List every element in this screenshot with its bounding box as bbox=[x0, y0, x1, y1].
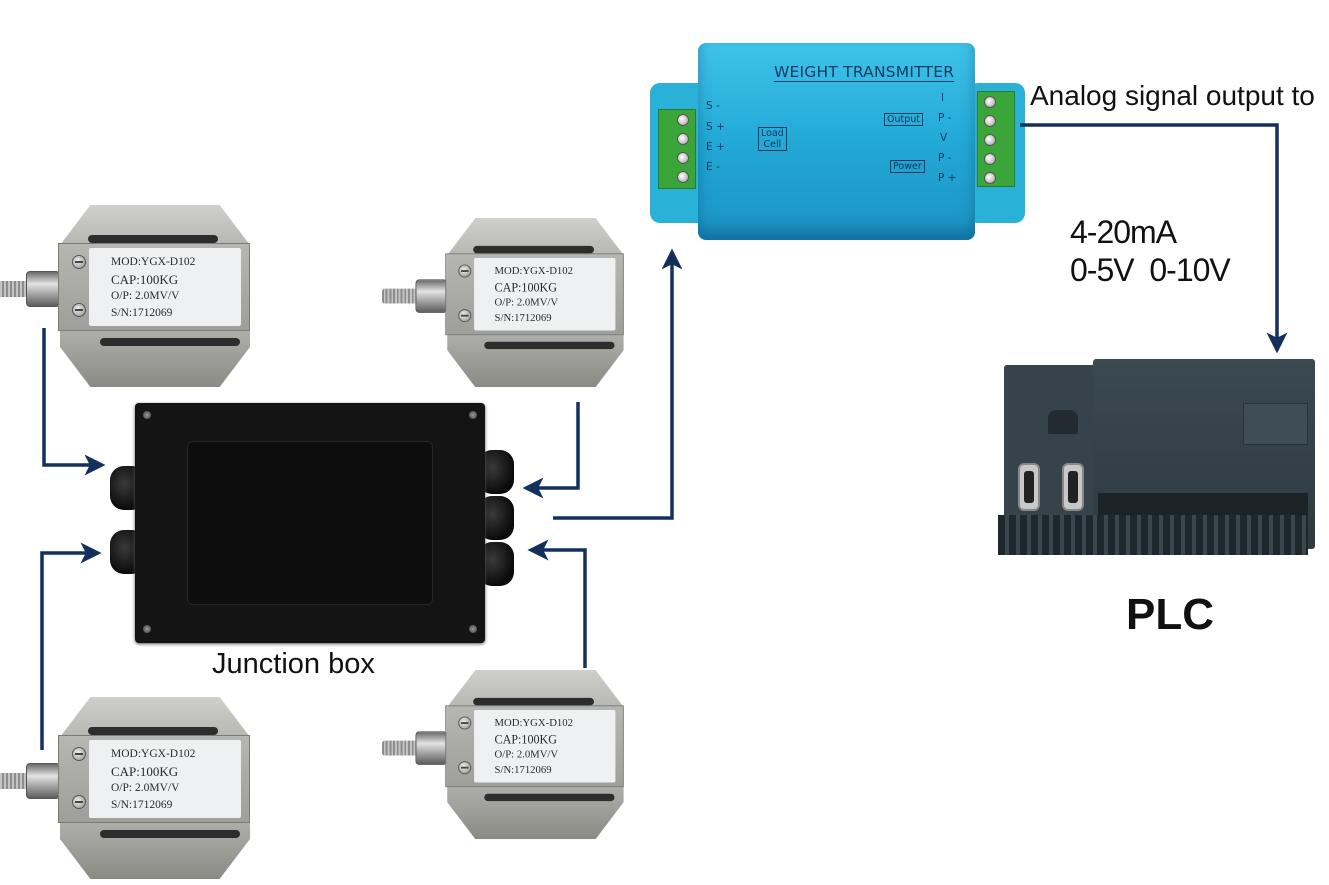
cable-gland bbox=[415, 279, 448, 313]
terminal-screw-icon bbox=[677, 133, 689, 145]
cable-gland bbox=[415, 731, 448, 765]
load-cell-slot bbox=[88, 235, 218, 243]
load-cell-slot bbox=[473, 697, 595, 706]
output-group-label: Output bbox=[884, 113, 923, 126]
transmitter-title: WEIGHT TRANSMITTER bbox=[774, 63, 955, 82]
wire-bottom-right-to-box bbox=[527, 539, 587, 668]
serial-text: S/N:1712069 bbox=[494, 312, 552, 325]
load-cell-slot bbox=[88, 727, 218, 735]
pin-label: E + bbox=[706, 141, 725, 153]
capacity-text: CAP:100KG bbox=[494, 280, 558, 295]
serial-text: S/N:1712069 bbox=[111, 307, 173, 319]
capacity-text: CAP:100KG bbox=[111, 764, 179, 779]
load-cell-slot bbox=[100, 338, 240, 346]
screw-icon bbox=[72, 747, 86, 761]
plc-label: PLC bbox=[1126, 590, 1214, 639]
terminal-screw-icon bbox=[677, 114, 689, 126]
load-cell-group-label: Load Cell bbox=[758, 127, 787, 151]
pin-label: P - bbox=[938, 152, 952, 164]
capacity-text: CAP:100KG bbox=[494, 732, 558, 747]
wire-top-right-to-box bbox=[522, 402, 580, 499]
screw-icon bbox=[458, 716, 472, 730]
load-cell-cable bbox=[0, 281, 30, 297]
load-cell-cable bbox=[382, 740, 420, 756]
model-text: MOD:YGX-D102 bbox=[494, 265, 573, 277]
signal-range-current: 4-20mA bbox=[1070, 214, 1177, 250]
model-text: MOD:YGX-D102 bbox=[111, 748, 196, 760]
load-cell-nameplate: MOD:YGX-D102 CAP:100KG O/P: 2.0MV/V S/N:… bbox=[89, 740, 241, 818]
terminal-screw-icon bbox=[984, 115, 996, 127]
plc-cover-door bbox=[1243, 403, 1308, 445]
terminal-block-output bbox=[977, 91, 1015, 187]
screw-icon bbox=[143, 411, 151, 419]
pin-label: S + bbox=[706, 121, 725, 133]
serial-port-icon bbox=[1018, 463, 1040, 511]
serial-port-icon bbox=[1062, 463, 1084, 511]
load-cell-slot bbox=[484, 341, 615, 350]
screw-icon bbox=[469, 625, 477, 633]
model-text: MOD:YGX-D102 bbox=[494, 717, 573, 729]
load-cell-cable bbox=[0, 773, 30, 789]
weight-transmitter: WEIGHT TRANSMITTER S - S + E + E - Load … bbox=[650, 43, 1025, 240]
load-cell-top-left: MOD:YGX-D102 CAP:100KG O/P: 2.0MV/V S/N:… bbox=[0, 205, 260, 390]
load-cell-top-right: MOD:YGX-D102 CAP:100KG O/P: 2.0MV/V S/N:… bbox=[382, 218, 633, 390]
screw-icon bbox=[458, 309, 472, 323]
analog-output-label: Analog signal output to bbox=[1030, 80, 1315, 111]
junction-box-lid bbox=[187, 441, 433, 605]
screw-icon bbox=[143, 625, 151, 633]
junction-box-label: Junction box bbox=[212, 648, 375, 680]
load-cell-nameplate: MOD:YGX-D102 CAP:100KG O/P: 2.0MV/V S/N:… bbox=[474, 709, 616, 783]
model-text: MOD:YGX-D102 bbox=[111, 256, 196, 268]
load-cell-nameplate: MOD:YGX-D102 CAP:100KG O/P: 2.0MV/V S/N:… bbox=[89, 248, 241, 326]
screw-icon bbox=[72, 303, 86, 317]
group-label-line: Load bbox=[761, 128, 784, 139]
group-label-line: Cell bbox=[763, 139, 782, 150]
screw-icon bbox=[72, 795, 86, 809]
serial-text: S/N:1712069 bbox=[111, 799, 173, 811]
screw-icon bbox=[72, 255, 86, 269]
capacity-text: CAP:100KG bbox=[111, 272, 179, 287]
pin-label: P + bbox=[938, 172, 957, 184]
plc-terminal-strip bbox=[1098, 493, 1308, 515]
terminal-screw-icon bbox=[984, 153, 996, 165]
screw-icon bbox=[458, 761, 472, 775]
terminal-screw-icon bbox=[984, 96, 996, 108]
terminal-screw-icon bbox=[984, 134, 996, 146]
pin-label: E - bbox=[706, 161, 720, 173]
load-cell-bottom-left: MOD:YGX-D102 CAP:100KG O/P: 2.0MV/V S/N:… bbox=[0, 697, 260, 882]
plc-vent bbox=[998, 515, 1308, 555]
transmitter-body: WEIGHT TRANSMITTER S - S + E + E - Load … bbox=[698, 43, 975, 240]
terminal-screw-icon bbox=[677, 171, 689, 183]
load-cell-slot bbox=[473, 245, 595, 254]
serial-text: S/N:1712069 bbox=[494, 764, 552, 777]
load-cell-cable bbox=[382, 288, 420, 304]
load-cell-nameplate: MOD:YGX-D102 CAP:100KG O/P: 2.0MV/V S/N:… bbox=[474, 257, 616, 331]
cable-gland bbox=[26, 271, 60, 307]
power-group-label: Power bbox=[890, 160, 925, 173]
output-text: O/P: 2.0MV/V bbox=[111, 290, 180, 302]
signal-range-voltage: 0-5V 0-10V bbox=[1070, 252, 1231, 288]
junction-box bbox=[135, 403, 485, 643]
output-text: O/P: 2.0MV/V bbox=[494, 297, 559, 309]
terminal-screw-icon bbox=[677, 152, 689, 164]
screw-icon bbox=[458, 264, 472, 278]
output-text: O/P: 2.0MV/V bbox=[111, 782, 180, 794]
terminal-block-input bbox=[658, 109, 696, 189]
output-text: O/P: 2.0MV/V bbox=[494, 749, 559, 761]
terminal-screw-icon bbox=[984, 172, 996, 184]
plc-mode-switch bbox=[1048, 410, 1078, 434]
plc-device bbox=[998, 359, 1328, 575]
pin-label: P - bbox=[938, 112, 952, 124]
load-cell-bottom-right: MOD:YGX-D102 CAP:100KG O/P: 2.0MV/V S/N:… bbox=[382, 670, 633, 842]
load-cell-slot bbox=[484, 793, 615, 802]
cable-gland bbox=[26, 763, 60, 799]
pin-label: V bbox=[940, 132, 948, 144]
pin-label: S - bbox=[706, 100, 720, 112]
load-cell-slot bbox=[100, 830, 240, 838]
pin-label: I bbox=[941, 92, 945, 104]
screw-icon bbox=[469, 411, 477, 419]
